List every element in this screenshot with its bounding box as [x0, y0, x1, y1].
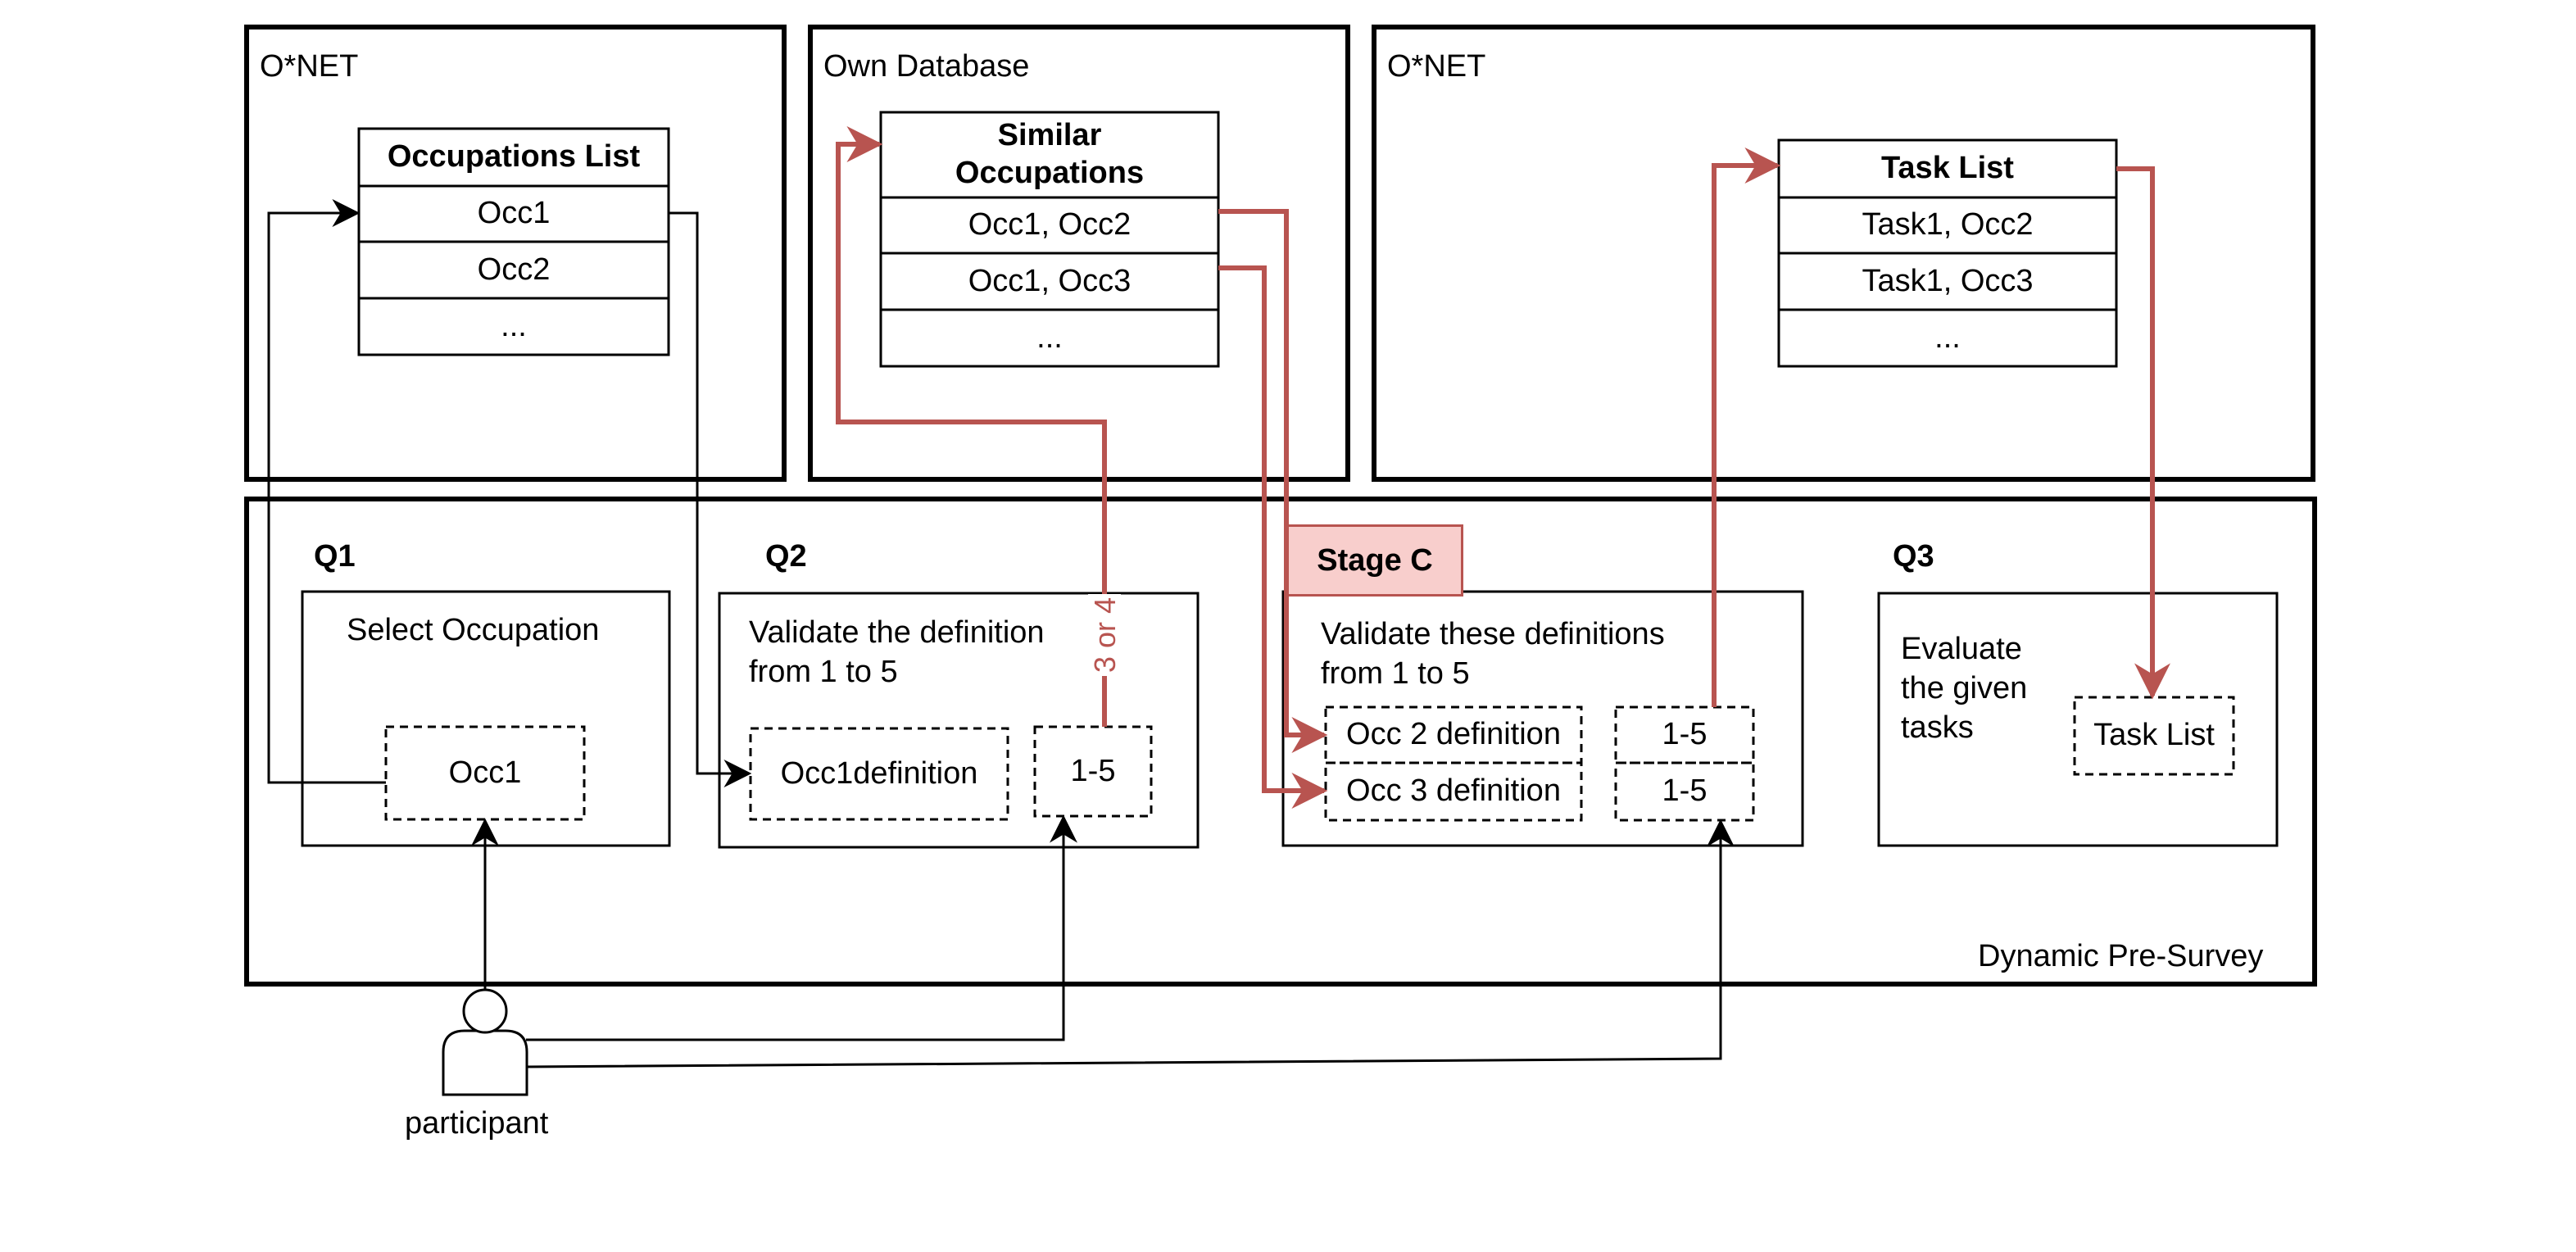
- red-arrow-similar-row1-to-def1: [1218, 209, 1328, 753]
- task-table-row: Task1, Occ2: [1862, 207, 2034, 243]
- stage-c-box: [1281, 590, 1804, 847]
- panel-dynamic-pre-survey: [244, 497, 2317, 987]
- q2-rating-field: [1033, 725, 1153, 818]
- q3-prompt-line2: the given: [1901, 671, 2028, 705]
- q2-prompt: Validate the definition from 1 to 5: [749, 613, 1045, 692]
- similar-table-header: Similar Occupations: [881, 112, 1218, 197]
- occupations-table-header: Occupations List: [387, 139, 641, 175]
- occupations-table-row: Occ1: [477, 196, 551, 231]
- stage-c-rating2: 1-5: [1662, 773, 1708, 809]
- occupations-table-row: Occ2: [477, 252, 551, 287]
- panel-title-onet-right: O*NET: [1387, 49, 1486, 84]
- stage-c-badge: Stage C: [1286, 524, 1463, 597]
- stage-c-rating1: 1-5: [1662, 717, 1708, 752]
- similar-table-row: Occ1, Occ2: [968, 207, 1132, 243]
- stage-c-def2-field: [1324, 761, 1583, 822]
- arrow-q1-to-occ1: [267, 199, 386, 784]
- task-table-header: Task List: [1881, 151, 2014, 186]
- occupations-table-row: ...: [501, 308, 527, 343]
- stage-c-prompt-line1: Validate these definitions: [1321, 617, 1665, 651]
- panel-title-own-database: Own Database: [823, 49, 1030, 84]
- participant-icon: [442, 988, 528, 1096]
- q3-task-list-field: [2073, 696, 2235, 776]
- panel-title-dynamic-pre-survey: Dynamic Pre-Survey: [1978, 939, 2264, 973]
- q3-box: [1877, 592, 2279, 847]
- panel-onet-left: [244, 25, 787, 482]
- stage-c-prompt: Validate these definitions from 1 to 5: [1321, 615, 1665, 693]
- arrow-occ1-to-q2: [669, 211, 752, 787]
- similar-table-header-line1: Similar: [997, 118, 1102, 153]
- q3-prompt: Evaluate the given tasks: [1901, 629, 2027, 747]
- q2-definition-field: [749, 727, 1009, 821]
- similar-table-row: ...: [1036, 320, 1063, 355]
- red-arrow-q2-to-similar: [836, 126, 1107, 727]
- q1-prompt: Select Occupation: [347, 613, 600, 647]
- panel-own-database: [808, 25, 1350, 482]
- q2-rating: 1-5: [1070, 753, 1116, 788]
- red-arrow-task-list-to-q3: [2116, 166, 2170, 700]
- arrow-participant-to-stage-c-rating: [525, 819, 1735, 1068]
- edge-label-3-or-4: 3 or 4: [1088, 594, 1122, 676]
- q1-title: Q1: [314, 539, 356, 574]
- task-table-row: ...: [1934, 320, 1961, 355]
- red-arrow-similar-row2-to-def2: [1218, 265, 1328, 809]
- similar-table-row: Occ1, Occ3: [968, 263, 1132, 298]
- arrow-participant-to-q2-rating: [526, 814, 1077, 1041]
- occupations-table: [357, 127, 670, 356]
- q3-task-list: Task List: [2093, 718, 2215, 753]
- q2-prompt-line1: Validate the definition: [749, 615, 1045, 650]
- q2-prompt-line2: from 1 to 5: [749, 655, 898, 689]
- q3-title: Q3: [1893, 539, 1934, 574]
- stage-c-def2: Occ 3 definition: [1346, 773, 1561, 809]
- q3-prompt-line3: tasks: [1901, 710, 1974, 745]
- q2-title: Q2: [765, 539, 807, 574]
- stage-c-def1: Occ 2 definition: [1346, 717, 1561, 752]
- similar-occupations-table: [879, 111, 1220, 368]
- q2-box: [718, 592, 1200, 849]
- stage-c-prompt-line2: from 1 to 5: [1321, 656, 1470, 691]
- q2-definition: Occ1definition: [780, 755, 978, 791]
- task-table-row: Task1, Occ3: [1862, 263, 2034, 298]
- panel-title-onet-left: O*NET: [260, 49, 359, 84]
- edge-label-text: 3 or 4: [1088, 597, 1122, 674]
- similar-table-header-line2: Occupations: [955, 156, 1145, 190]
- red-arrow-stage-c-to-task-list: [1712, 147, 1781, 707]
- task-list-table: [1777, 138, 2118, 368]
- participant-label: participant: [405, 1106, 549, 1141]
- q1-answer: Occ1: [448, 755, 522, 790]
- panel-onet-right: [1372, 25, 2315, 482]
- q3-prompt-line1: Evaluate: [1901, 632, 2022, 666]
